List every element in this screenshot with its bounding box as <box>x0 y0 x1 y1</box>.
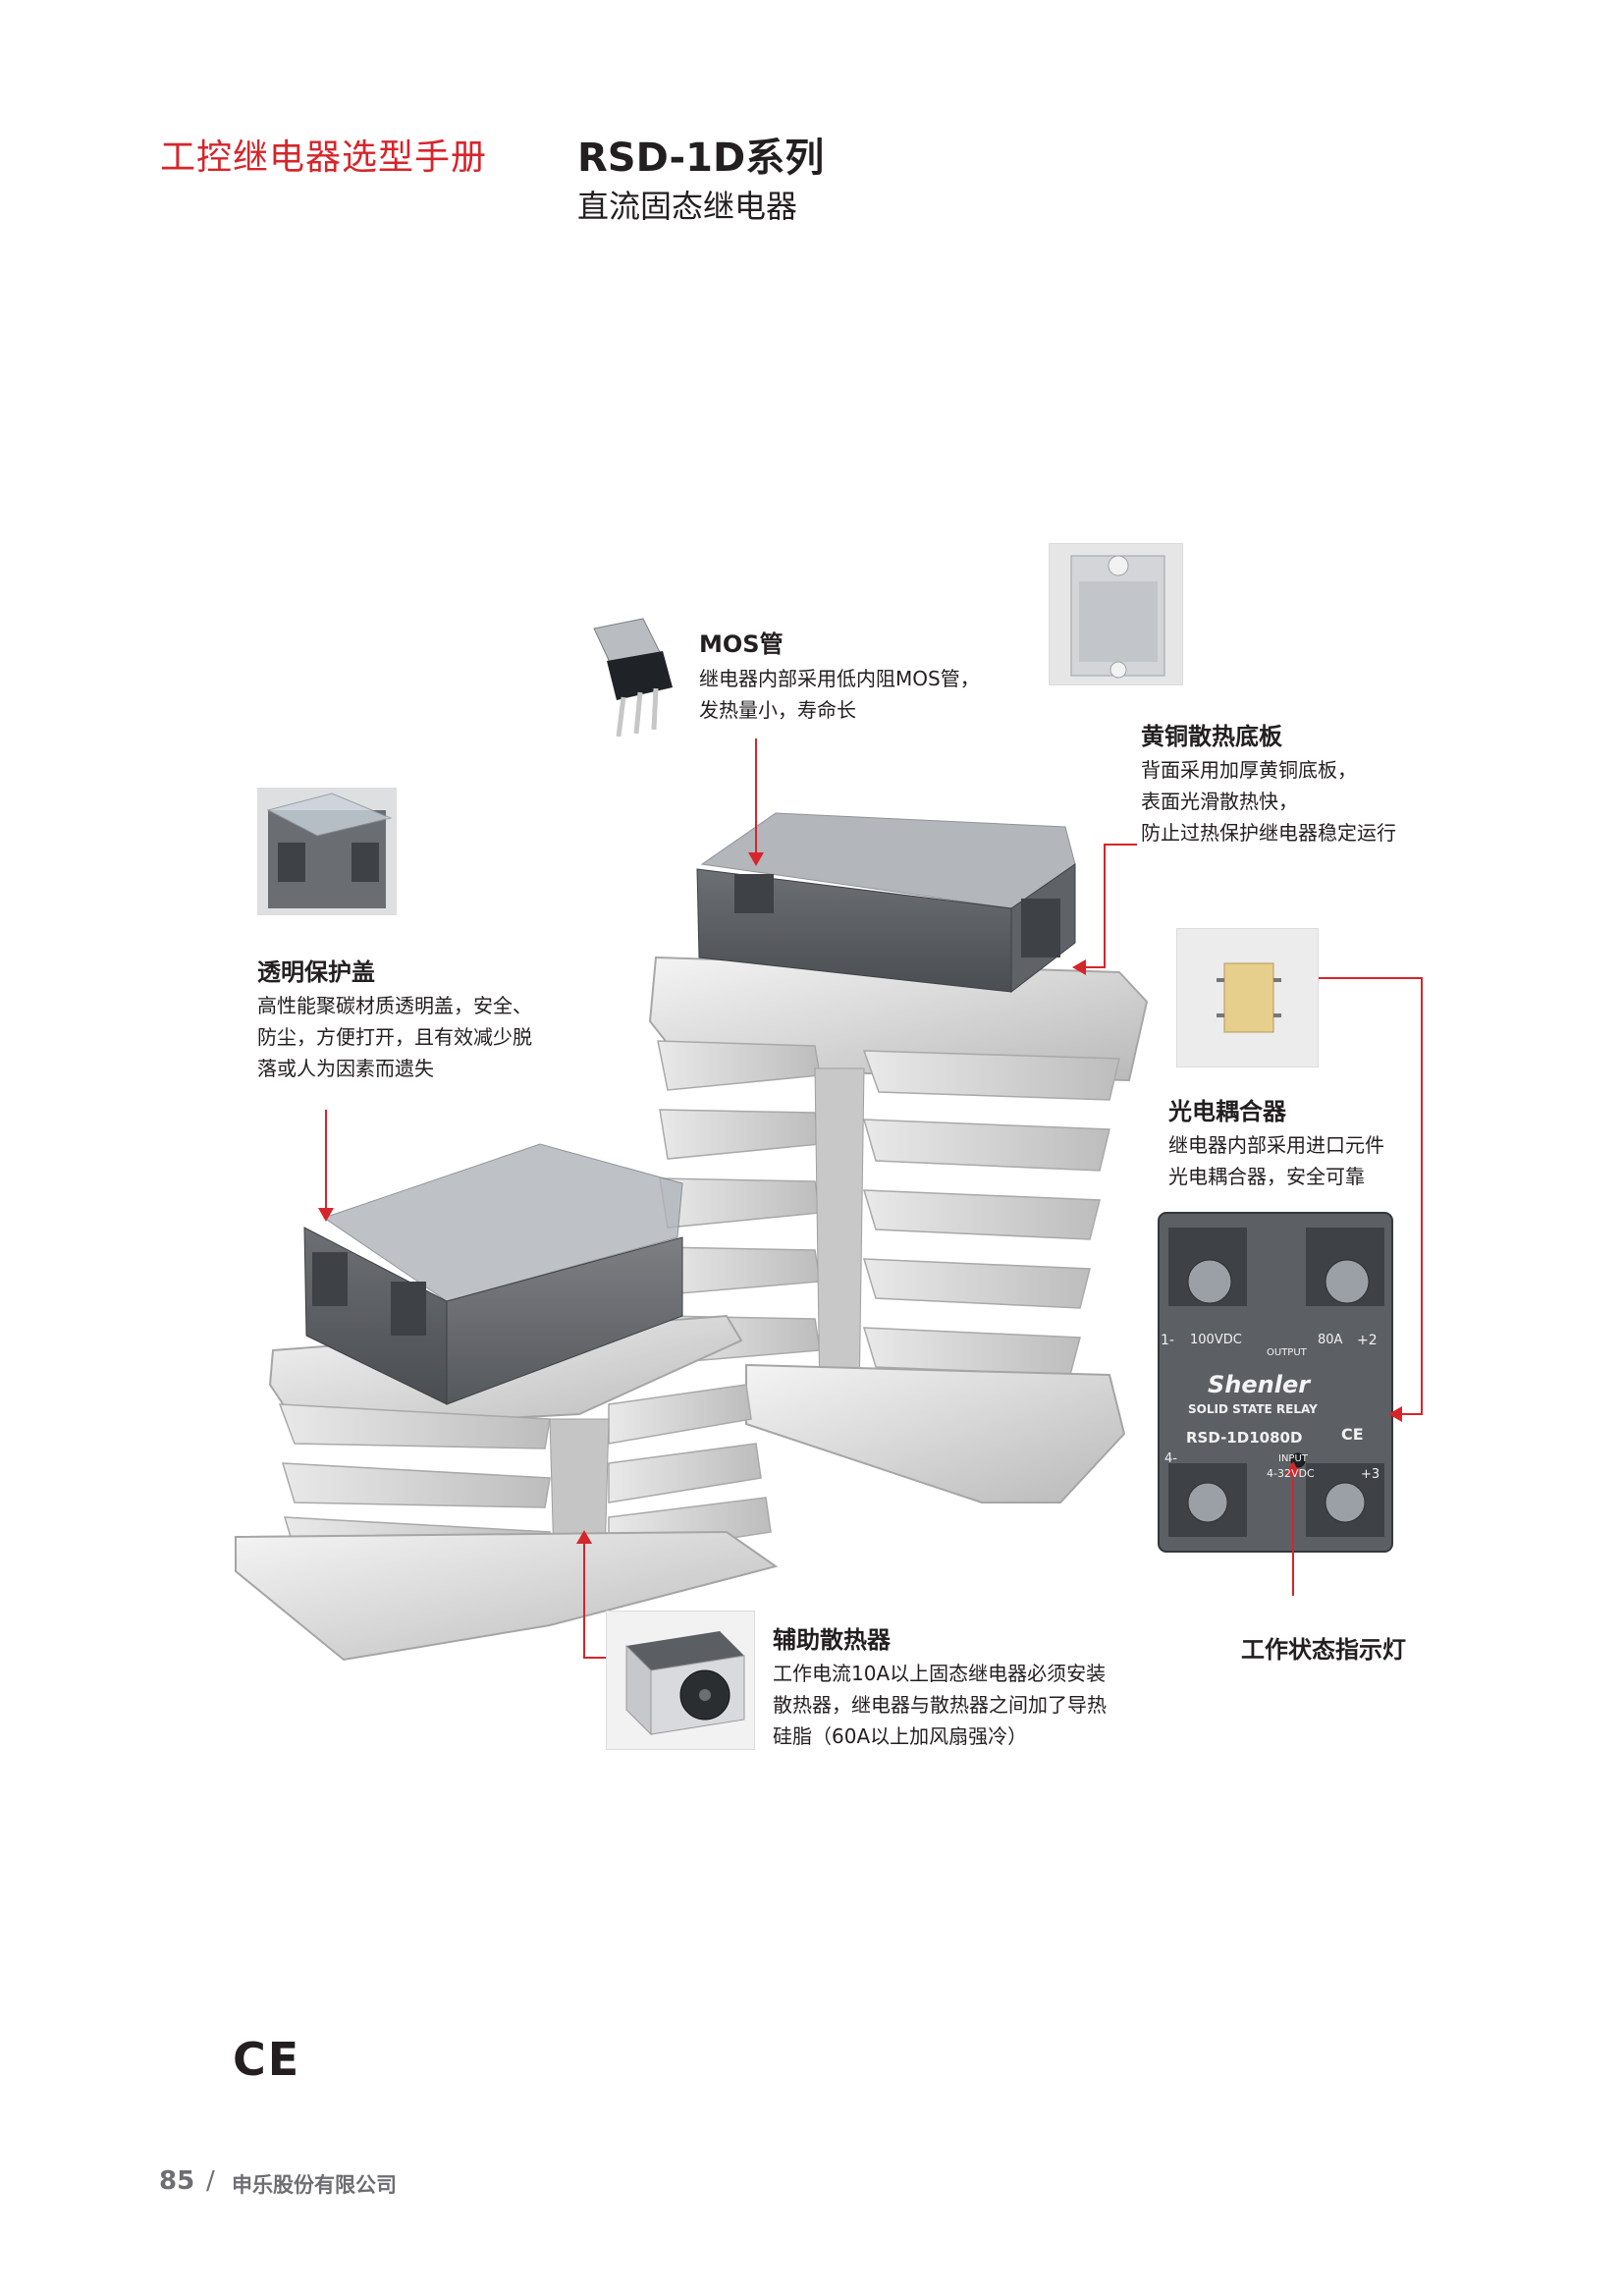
tall-heatsink <box>648 956 1149 1503</box>
callout-brass-line: 表面光滑散热快， <box>1141 790 1298 813</box>
callout-optocoupler-line: 光电耦合器，安全可靠 <box>1168 1165 1365 1188</box>
callout-brass-line: 背面采用加厚黄铜底板， <box>1141 758 1357 782</box>
terminal-1-label: 1- <box>1161 1333 1174 1348</box>
relay-type-label: SOLID STATE RELAY <box>1188 1402 1318 1416</box>
callout-cover-line: 落或人为因素而遗失 <box>257 1057 434 1080</box>
front-view-relay <box>1158 1212 1393 1553</box>
callout-mos-line: 发热量小，寿命长 <box>699 698 856 722</box>
callout-heatsink-line: 散热器，继电器与散热器之间加了导热 <box>773 1693 1107 1717</box>
terminal-2-label: +2 <box>1357 1333 1378 1348</box>
footer-company: 申乐股份有限公司 <box>232 2173 397 2197</box>
callout-brass-line: 防止过热保护继电器稳定运行 <box>1141 821 1396 845</box>
leader-arrows <box>318 852 1402 1544</box>
mos-transistor-image <box>569 614 682 741</box>
footer-separator: / <box>206 2166 215 2196</box>
series-title: RSD-1D系列 <box>577 136 825 181</box>
callout-mos-desc: 继电器内部采用低内阻MOS管， 发热量小，寿命长 <box>699 663 980 726</box>
transparent-cover-image <box>257 788 397 915</box>
output-rating-label: 100VDC <box>1190 1333 1242 1347</box>
auxiliary-heatsink-image <box>606 1611 755 1750</box>
callout-heatsink-line: 工作电流10A以上固态继电器必须安装 <box>773 1662 1107 1685</box>
optocoupler-image <box>1176 928 1319 1067</box>
top-relay <box>696 812 1076 994</box>
manual-title: 工控继电器选型手册 <box>160 137 488 178</box>
callout-mos-title: MOS管 <box>699 630 784 658</box>
brass-plate-image <box>1049 543 1183 685</box>
callout-heatsink-desc: 工作电流10A以上固态继电器必须安装 散热器，继电器与散热器之间加了导热 硅脂（… <box>773 1658 1107 1752</box>
callout-indicator-title: 工作状态指示灯 <box>1241 1636 1406 1664</box>
ce-certification-mark: CE <box>233 2033 301 2086</box>
callout-optocoupler-title: 光电耦合器 <box>1168 1098 1286 1125</box>
page-number: 85 <box>159 2166 195 2196</box>
callout-brass-desc: 背面采用加厚黄铜底板， 表面光滑散热快， 防止过热保护继电器稳定运行 <box>1141 754 1396 848</box>
callout-optocoupler-desc: 继电器内部采用进口元件 光电耦合器，安全可靠 <box>1168 1129 1384 1192</box>
output-current-label: 80A <box>1318 1333 1343 1347</box>
leader-lines <box>325 738 1423 1659</box>
input-label: INPUT <box>1278 1453 1308 1464</box>
series-subtitle: 直流固态继电器 <box>577 188 798 225</box>
output-label: OUTPUT <box>1267 1347 1307 1358</box>
callout-mos-line: 继电器内部采用低内阻MOS管， <box>699 667 980 690</box>
callout-brass-title: 黄铜散热底板 <box>1141 723 1282 750</box>
brand-label: Shenler <box>1208 1371 1311 1398</box>
terminal-4-label: 4- <box>1164 1451 1177 1466</box>
terminal-3-label: +3 <box>1361 1467 1380 1482</box>
model-label: RSD-1D1080D <box>1186 1429 1303 1447</box>
callout-heatsink-title: 辅助散热器 <box>773 1626 891 1654</box>
front-relay <box>303 1143 683 1405</box>
callout-cover-line: 高性能聚碳材质透明盖，安全、 <box>257 994 532 1017</box>
input-rating-label: 4-32VDC <box>1267 1467 1315 1480</box>
callout-cover-title: 透明保护盖 <box>257 958 375 986</box>
callout-cover-line: 防尘，方便打开，且有效减少脱 <box>257 1025 532 1049</box>
callout-cover-desc: 高性能聚碳材质透明盖，安全、 防尘，方便打开，且有效减少脱 落或人为因素而遗失 <box>257 990 532 1084</box>
relay-ce-label: CE <box>1341 1425 1364 1444</box>
callout-heatsink-line: 硅脂（60A以上加风扇强冷） <box>773 1724 1028 1748</box>
callout-optocoupler-line: 继电器内部采用进口元件 <box>1168 1133 1384 1157</box>
